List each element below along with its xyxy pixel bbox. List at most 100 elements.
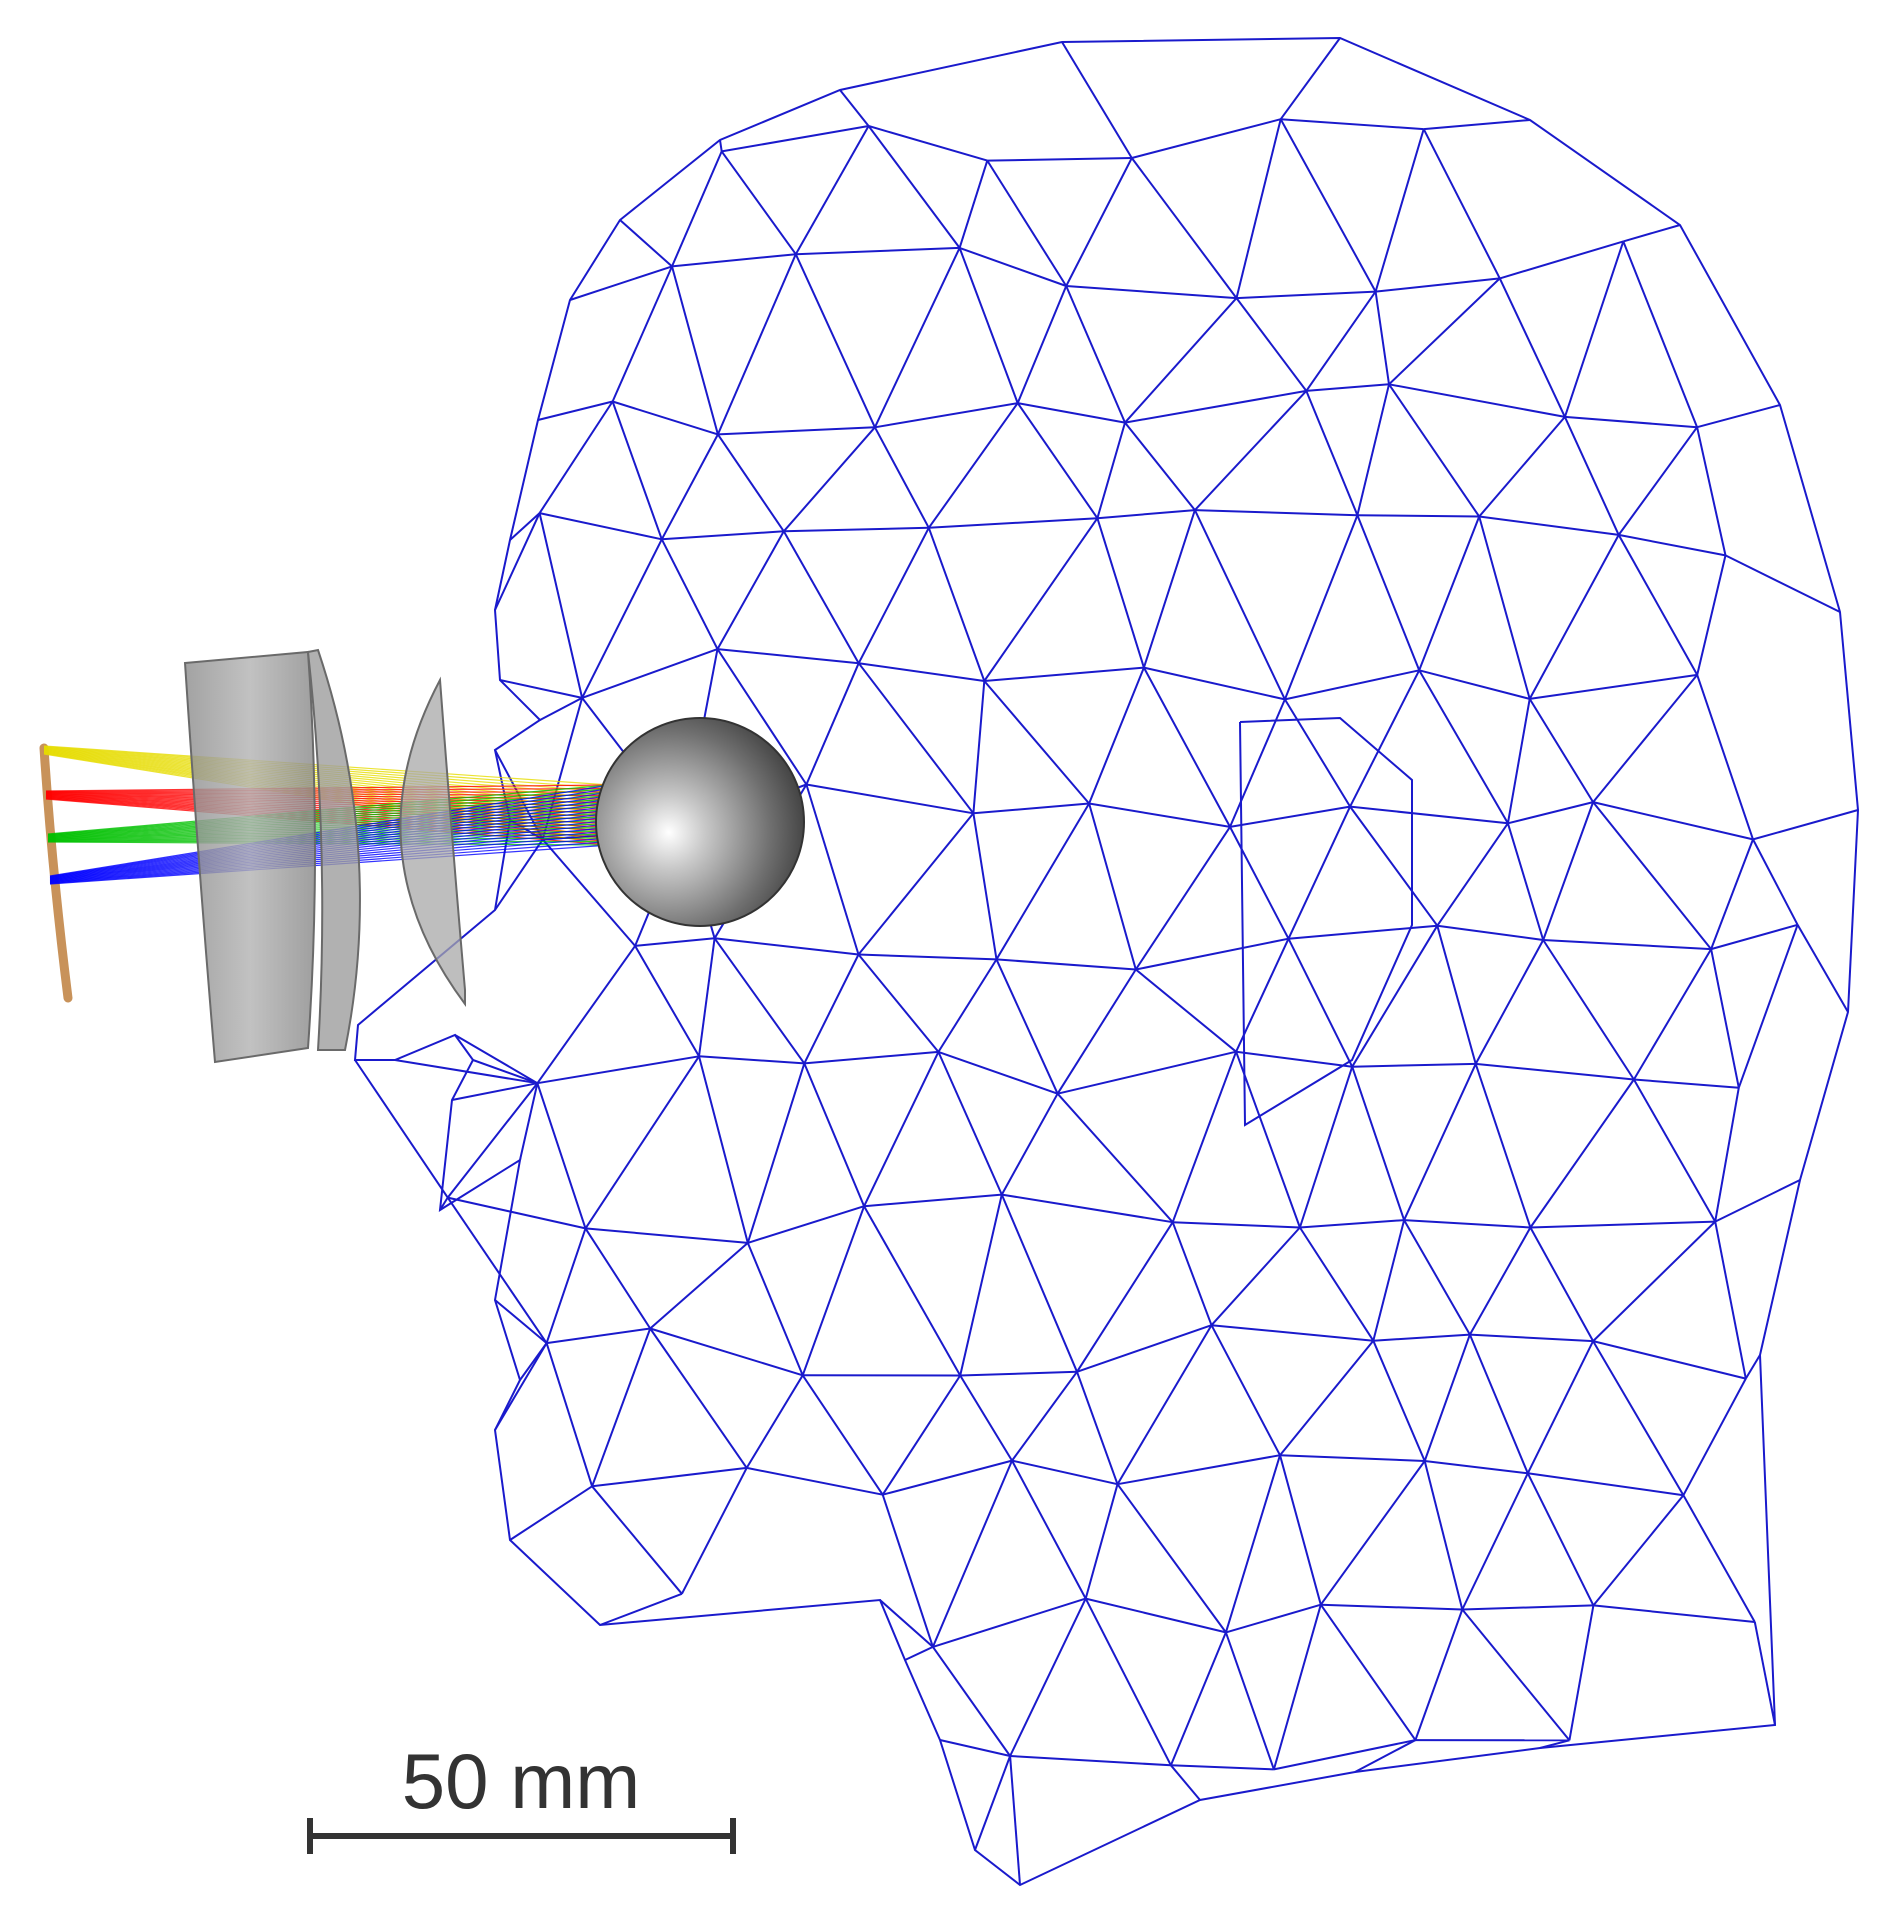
mesh-edge (439, 1197, 449, 1211)
mesh-edge (519, 1082, 539, 1161)
mesh-edge (1424, 1460, 1528, 1475)
mesh-edge (1593, 1604, 1755, 1623)
mesh-edge (1225, 1603, 1322, 1634)
mesh-edge (1066, 285, 1237, 300)
mesh-edge (1418, 669, 1530, 700)
mesh-edge (1088, 802, 1231, 828)
mesh-edge (1526, 1340, 1594, 1474)
mesh-edge (1568, 1605, 1595, 1741)
mesh-edge (545, 1342, 594, 1487)
mesh-edge (1539, 1739, 1570, 1749)
mesh-edge (1279, 1454, 1322, 1605)
mesh-edge (973, 802, 1090, 815)
mesh-edge (745, 1374, 804, 1469)
mesh-edge (1479, 515, 1619, 536)
mesh-edge (1474, 939, 1545, 1065)
mesh-edge (984, 666, 1144, 682)
mesh-edge (660, 433, 719, 540)
display-panel (39, 743, 73, 1003)
mesh-edge (720, 150, 797, 255)
mesh-edge (1710, 839, 1754, 950)
mesh-edge (1564, 415, 1698, 429)
mesh-edge (611, 401, 663, 540)
mesh-edge (494, 838, 544, 911)
mesh-edge (1423, 1460, 1464, 1610)
mesh-edge (1737, 924, 1799, 1089)
mesh-edge (801, 1374, 884, 1496)
mesh-edge (1171, 1051, 1238, 1223)
mesh-edge (1744, 1354, 1761, 1380)
mesh-edge (1462, 1604, 1594, 1611)
mesh-edge (1229, 805, 1351, 828)
mesh-edge (546, 1327, 651, 1345)
mesh-edge (1469, 1333, 1594, 1343)
mesh-edge (671, 151, 723, 267)
mesh-edge (1319, 1604, 1417, 1741)
mesh-edge (1529, 1227, 1594, 1342)
mesh-edge (671, 253, 796, 268)
mesh-edge (803, 1063, 866, 1207)
mesh-edge (611, 265, 673, 402)
mesh-edge (1056, 1093, 1174, 1223)
mesh-edge (1117, 1454, 1281, 1486)
mesh-edge (857, 662, 975, 814)
mesh-edge (1143, 667, 1231, 828)
mesh-edge (581, 538, 663, 699)
mesh-edge (794, 125, 870, 255)
mesh-edge (1617, 534, 1699, 676)
mesh-edge (1592, 1494, 1685, 1607)
mesh-edge (986, 160, 1068, 287)
mesh-edge (1088, 803, 1137, 970)
mesh-edge (1124, 389, 1307, 424)
lens-element-1 (183, 650, 316, 1064)
head-wireframe-mesh (353, 36, 1860, 1887)
mesh-edge (1194, 509, 1358, 517)
mesh-edge (591, 1328, 652, 1487)
mesh-edge (958, 160, 989, 249)
mesh-edge (783, 526, 929, 533)
mesh-edge (538, 512, 584, 699)
mesh-edge (661, 530, 784, 541)
mesh-edge (867, 125, 961, 249)
mesh-edge (1461, 1472, 1529, 1610)
mesh-edge (1403, 1219, 1471, 1336)
mesh-edge (1474, 1063, 1532, 1228)
mesh-edge (717, 648, 859, 665)
mesh-edge (1283, 514, 1359, 700)
mesh-edge (747, 1205, 865, 1244)
mesh-edge (612, 400, 719, 436)
mesh-edge (1229, 826, 1290, 940)
mesh-edge (1351, 1066, 1406, 1221)
mesh-edge (1305, 291, 1377, 392)
mesh-edge (1563, 241, 1625, 418)
mesh-edge (1224, 1632, 1275, 1770)
mesh-edge (1124, 297, 1238, 424)
mesh-edge (1306, 383, 1390, 392)
mesh-edge (1526, 1472, 1595, 1606)
mesh-edge (1135, 968, 1237, 1053)
mesh-edge (874, 402, 1018, 429)
mesh-edge (1171, 1221, 1213, 1326)
mesh-edge (1229, 699, 1286, 828)
mesh-edge (804, 1050, 939, 1065)
mesh-edge (1096, 422, 1126, 519)
mesh-edge (939, 1739, 1011, 1757)
lens-element-3 (399, 676, 466, 1008)
mesh-edge (1469, 1227, 1532, 1336)
mesh-edge (599, 1592, 683, 1626)
mesh-edge (858, 953, 997, 961)
mesh-edge (1011, 1459, 1118, 1486)
mesh-edge (1388, 383, 1566, 418)
mesh-edge (839, 89, 870, 127)
mesh-edge (958, 247, 1019, 404)
mesh-edge (1592, 1340, 1747, 1380)
mesh-edge (1714, 1221, 1747, 1379)
mesh-edge (1057, 1050, 1237, 1095)
mesh-edge (1796, 924, 1849, 1013)
eyeball (595, 717, 805, 927)
mesh-edge (1135, 937, 1289, 971)
mesh-edge (1142, 509, 1196, 668)
mesh-edge (1211, 1324, 1374, 1342)
mesh-edge (996, 958, 1136, 971)
mesh-edge (863, 1051, 940, 1207)
